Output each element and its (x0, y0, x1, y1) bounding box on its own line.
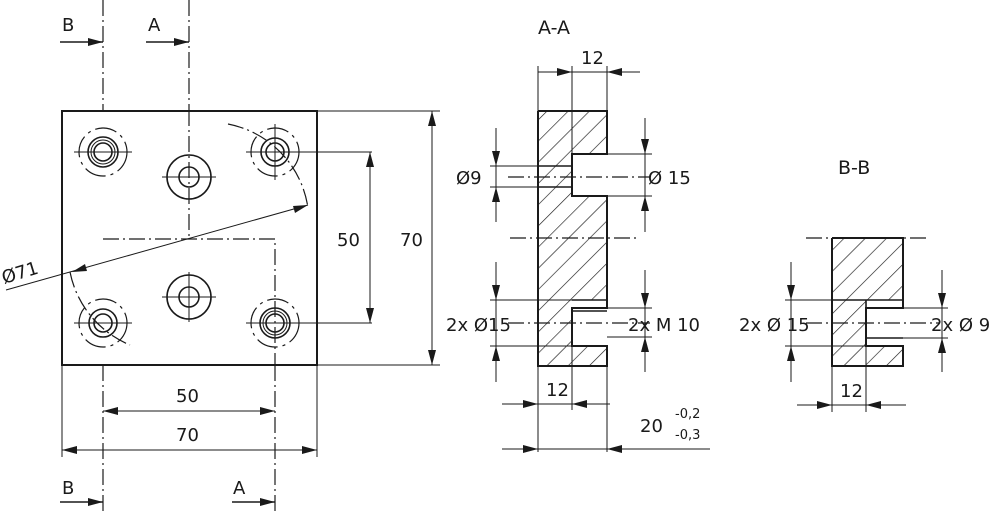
dim-aa-thickness: 20 -0,2 -0,3 (502, 366, 710, 453)
dim-aa-tol-lower: -0,3 (675, 428, 700, 443)
plan-view: Ø71 50 70 50 (0, 110, 440, 457)
dim-aa-counterbore: 2x Ø15 (446, 262, 572, 382)
hole-top-right (246, 124, 372, 180)
dim-bb-bore-label: 2x Ø 9 (931, 315, 990, 336)
dim-bolt-circle-label: Ø71 (0, 258, 41, 289)
dim-aa-small-bore: Ø9 (456, 128, 538, 222)
section-label-top-a: A (148, 15, 161, 36)
section-bb-title: B-B (838, 157, 870, 179)
dim-aa-bottom-width-label: 12 (546, 380, 569, 401)
dim-bb-width: 12 (797, 346, 906, 412)
dim-bb-width-label: 12 (840, 381, 863, 402)
section-marker-top-a: A (146, 0, 190, 110)
bolt-circle-arc-right (227, 123, 309, 209)
dim-aa-thread-label: 2x M 10 (628, 315, 700, 336)
dim-aa-top-width-label: 12 (581, 48, 604, 69)
dim-outer-horizontal-label: 70 (176, 425, 199, 446)
dim-aa-bottom-width: 12 (502, 346, 610, 452)
dim-inner-vertical-label: 50 (337, 230, 360, 251)
section-label-top-b: B (62, 15, 74, 36)
section-marker-top-b: B (60, 0, 104, 110)
dim-inner-horizontal: 50 (103, 386, 275, 415)
bolt-circle-arc-left (69, 271, 131, 346)
section-label-bottom-a: A (233, 478, 246, 499)
dim-aa-top-width: 12 (537, 48, 640, 154)
dim-aa-large-bore: Ø 15 (607, 118, 691, 232)
section-aa: A-A 12 (446, 17, 710, 453)
section-bb: B-B 2x Ø 15 2 (739, 157, 990, 412)
hole-bottom-right (246, 298, 372, 348)
dim-outer-horizontal: 70 (61, 365, 318, 457)
dim-bb-counterbore: 2x Ø 15 (739, 262, 866, 382)
dim-aa-thickness-label: 20 (640, 416, 663, 437)
section-aa-title: A-A (538, 17, 570, 39)
dim-inner-horizontal-label: 50 (176, 386, 199, 407)
hole-bottom-left (74, 298, 132, 348)
dim-aa-large-bore-label: Ø 15 (648, 168, 691, 189)
dim-outer-vertical: 70 (317, 110, 440, 366)
dim-aa-thread: 2x M 10 (607, 270, 700, 372)
dim-aa-tol-upper: -0,2 (675, 407, 700, 422)
dim-inner-vertical: 50 (337, 152, 374, 323)
dim-aa-counterbore-label: 2x Ø15 (446, 315, 511, 336)
dim-outer-vertical-label: 70 (400, 230, 423, 251)
section-marker-bottom-b: B (60, 365, 104, 513)
dim-bb-bore: 2x Ø 9 (903, 270, 990, 372)
dim-bb-counterbore-label: 2x Ø 15 (739, 315, 810, 336)
dim-aa-small-bore-label: Ø9 (456, 168, 482, 189)
hole-top-center (162, 154, 216, 200)
hole-bottom-center (162, 272, 216, 322)
section-marker-bottom-a: A (232, 365, 276, 513)
dim-bolt-circle: Ø71 (0, 204, 309, 291)
section-label-bottom-b: B (62, 478, 74, 499)
hole-top-left (74, 127, 132, 177)
